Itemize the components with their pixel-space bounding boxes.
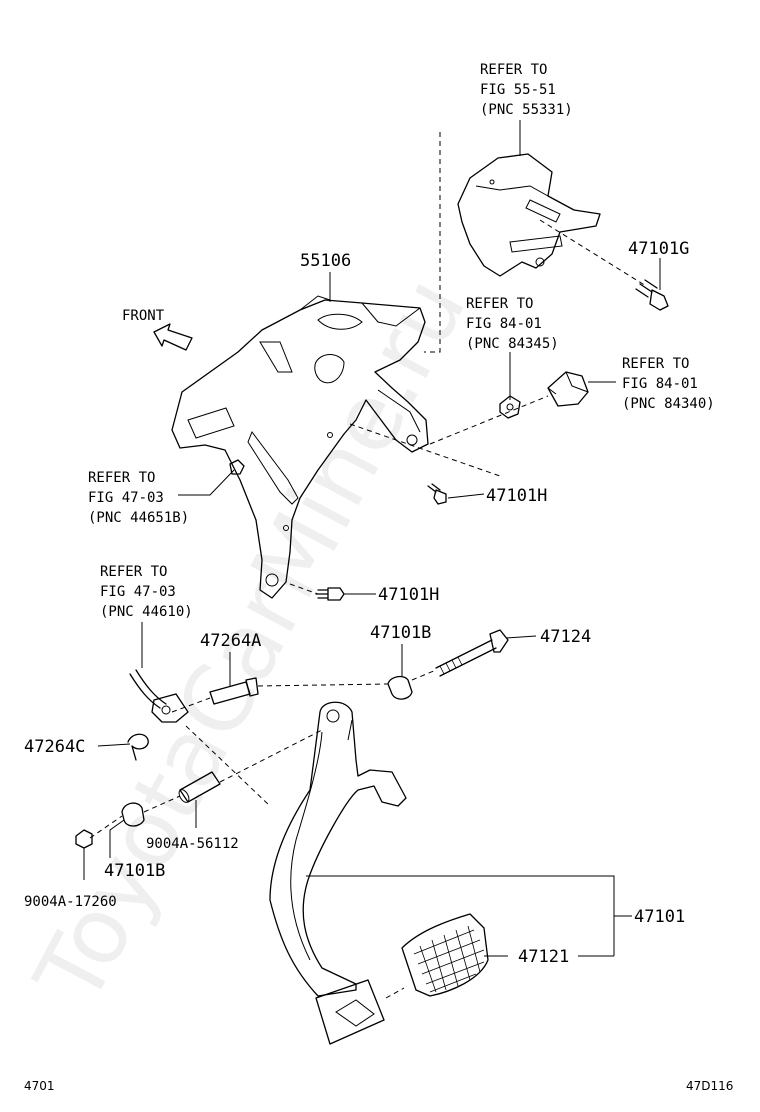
svg-text:REFER TO: REFER TO xyxy=(466,296,533,312)
bushing-47101B-lower xyxy=(121,802,145,827)
part-47101B-lower: 47101B xyxy=(104,861,165,881)
part-47101H-upper: 47101H xyxy=(486,486,547,506)
part-47264C: 47264C xyxy=(24,737,85,757)
nut-9004A-17260 xyxy=(75,829,93,849)
svg-text:FIG 84-01: FIG 84-01 xyxy=(622,376,698,392)
svg-text:FIG 47-03: FIG 47-03 xyxy=(100,584,176,600)
refer-44610: REFER TO FIG 47-03 (PNC 44610) xyxy=(100,564,193,620)
bolt-47101H-upper xyxy=(427,483,447,505)
bolt-47101H-lower xyxy=(315,587,345,601)
refer-84345: REFER TO FIG 84-01 (PNC 84345) xyxy=(466,296,559,352)
part-47101H-lower: 47101H xyxy=(378,585,439,605)
footer-right: 47D116 xyxy=(686,1079,733,1093)
part-9004A-56112: 9004A-56112 xyxy=(146,836,239,852)
svg-text:(PNC 55331): (PNC 55331) xyxy=(480,102,573,118)
svg-text:(PNC 44651B): (PNC 44651B) xyxy=(88,510,189,526)
svg-text:FIG 84-01: FIG 84-01 xyxy=(466,316,542,332)
upper-cover-drawing xyxy=(457,153,601,277)
svg-text:(PNC 44610): (PNC 44610) xyxy=(100,604,193,620)
pedal-bracket-drawing xyxy=(171,295,429,599)
part-9004A-17260: 9004A-17260 xyxy=(24,894,117,910)
collar-9004A-56112 xyxy=(178,771,221,803)
leader-lines xyxy=(83,120,661,957)
refer-55331: REFER TO FIG 55-51 (PNC 55331) xyxy=(480,62,573,118)
refer-84340: REFER TO FIG 84-01 (PNC 84340) xyxy=(622,356,715,412)
part-47264A: 47264A xyxy=(200,631,261,651)
part-47121: 47121 xyxy=(518,947,569,967)
pin-47264A xyxy=(209,677,259,705)
svg-text:REFER TO: REFER TO xyxy=(480,62,547,78)
part-47101: 47101 xyxy=(634,907,685,927)
part-55106: 55106 xyxy=(300,251,351,271)
svg-text:REFER TO: REFER TO xyxy=(622,356,689,372)
front-label: FRONT xyxy=(122,308,165,324)
part-47124: 47124 xyxy=(540,627,591,647)
front-arrow xyxy=(153,323,193,351)
part-47101G: 47101G xyxy=(628,239,689,259)
pushrod-cable xyxy=(129,669,189,723)
svg-text:(PNC 84340): (PNC 84340) xyxy=(622,396,715,412)
bolt-47101G xyxy=(635,279,669,311)
svg-text:FIG 47-03: FIG 47-03 xyxy=(88,490,164,506)
svg-text:REFER TO: REFER TO xyxy=(100,564,167,580)
bolt-47124 xyxy=(435,629,509,677)
footer-left: 4701 xyxy=(24,1079,55,1093)
part-47101B-upper: 47101B xyxy=(370,623,431,643)
switch-84340 xyxy=(547,371,589,407)
brake-pedal-arm xyxy=(269,701,407,1045)
pedal-pad xyxy=(401,913,489,997)
bushing-47101B-upper xyxy=(387,675,413,700)
svg-text:REFER TO: REFER TO xyxy=(88,470,155,486)
refer-44651B: REFER TO FIG 47-03 (PNC 44651B) xyxy=(88,470,189,526)
svg-text:(PNC 84345): (PNC 84345) xyxy=(466,336,559,352)
alignment-lines xyxy=(89,132,647,999)
svg-text:FIG 55-51: FIG 55-51 xyxy=(480,82,556,98)
clip-47264C xyxy=(127,733,149,761)
